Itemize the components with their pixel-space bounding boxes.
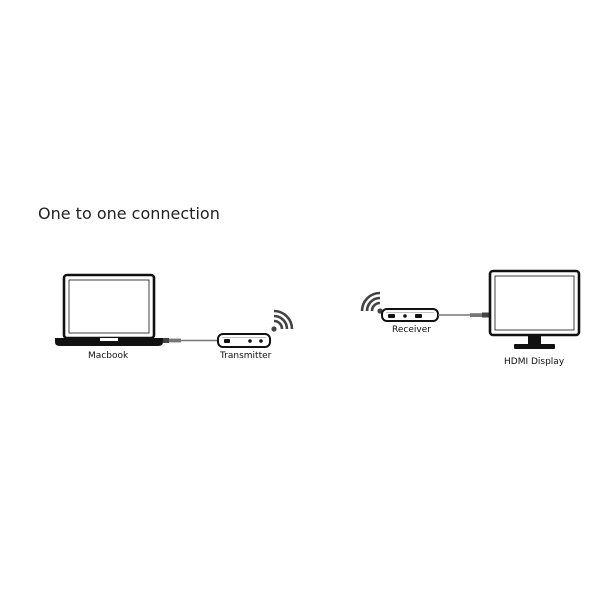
laptop-label: Macbook [88, 351, 129, 361]
display-label: HDMI Display [504, 357, 565, 367]
cable-receiver-to-display [438, 312, 489, 318]
cable-laptop-to-transmitter [163, 338, 218, 343]
diagram-title: One to one connection [38, 204, 220, 223]
wifi-signal-icon [271, 309, 294, 332]
receiver-label: Receiver [392, 325, 431, 335]
wifi-signal-icon [360, 291, 383, 314]
monitor-icon [488, 269, 581, 349]
transmitter-dongle-icon [217, 333, 271, 348]
laptop-icon [55, 273, 163, 346]
transmitter-label: Transmitter [220, 351, 272, 361]
receiver-dongle-icon [381, 308, 439, 322]
